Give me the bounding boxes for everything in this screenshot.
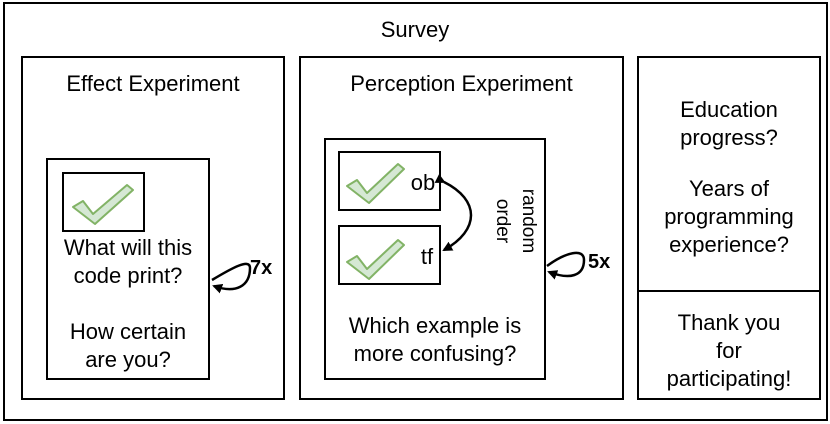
section-divider	[637, 290, 821, 292]
checkmark-icon	[72, 184, 134, 225]
perception-repeat-count: 5x	[588, 251, 611, 273]
perception-loop-arrow	[546, 251, 586, 280]
effect-certainty-question: How certain are you?	[69, 319, 187, 372]
survey-title: Survey	[380, 17, 450, 42]
option-ob-label: ob	[410, 170, 436, 195]
option-tf-snippet: tf	[338, 225, 441, 285]
effect-repeat-count: 7x	[250, 257, 273, 279]
effect-experiment-heading: Effect Experiment	[66, 71, 240, 96]
effect-code-snippet	[62, 172, 145, 232]
experience-question: Years of programming experience?	[664, 176, 794, 257]
thank-you-message: Thank you for participating!	[666, 310, 792, 391]
option-ob-snippet: ob	[338, 151, 441, 211]
effect-loop-arrow	[211, 262, 252, 294]
option-tf-label: tf	[420, 244, 434, 269]
checkmark-icon	[346, 163, 405, 204]
checkmark-icon	[346, 239, 405, 280]
education-question: Education progress?	[680, 97, 778, 150]
perception-question: Which example is more confusing?	[348, 313, 522, 366]
random-order-arrow	[434, 173, 473, 252]
perception-experiment-heading: Perception Experiment	[350, 71, 573, 96]
effect-question: What will this code print?	[63, 235, 193, 288]
demographics-box	[637, 56, 821, 400]
